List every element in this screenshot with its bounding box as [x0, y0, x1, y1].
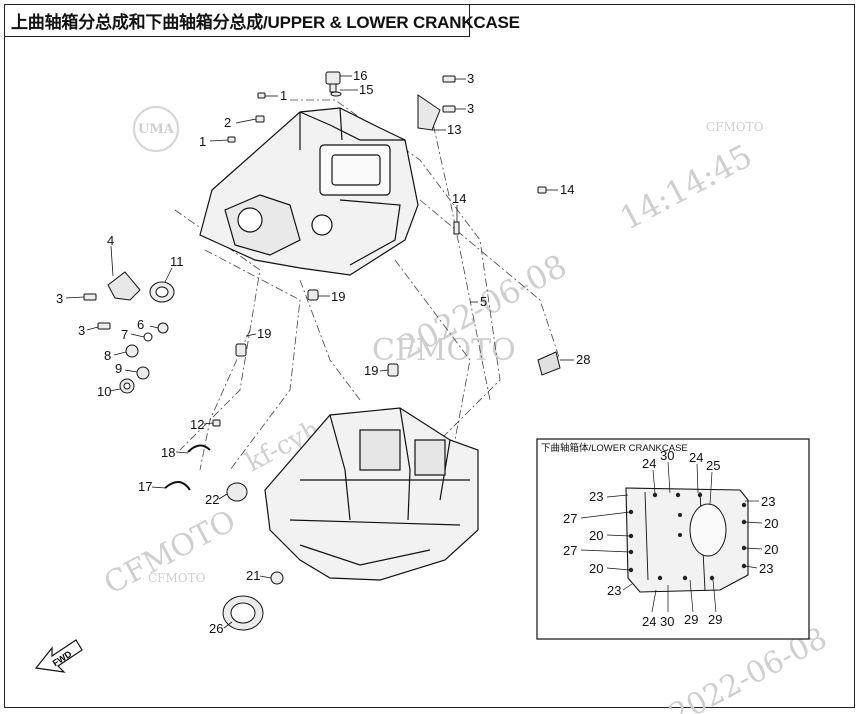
inset-callout-23-b: 23 [761, 494, 775, 509]
watermark-cfmoto: CFMOTO [372, 333, 516, 368]
callout-26: 26 [209, 621, 223, 636]
callout-14-a: 14 [560, 182, 574, 197]
inset-callout-20-c: 20 [764, 542, 778, 557]
inset-callout-labels: 24 30 24 25 23 23 27 20 20 27 20 20 23 2… [563, 448, 778, 629]
watermark-cfmoto-2: CFMOTO [98, 503, 241, 601]
inset-callout-23-d: 23 [759, 561, 773, 576]
callout-14-b: 14 [452, 191, 466, 206]
small-parts [83, 71, 561, 631]
watermark-cfmoto-4: CFMOTO [148, 571, 206, 585]
callout-3-d: 3 [78, 323, 85, 338]
upper-crankcase [199, 107, 419, 276]
callout-5: 5 [480, 294, 487, 309]
callout-19-c: 19 [364, 363, 378, 378]
callout-9: 9 [115, 361, 122, 376]
leader-lines [65, 75, 574, 629]
title-box: 上曲轴箱分总成和下曲轴箱分总成/UPPER & LOWER CRANKCASE [4, 4, 520, 37]
callout-15: 15 [359, 82, 373, 97]
lower-crankcase [264, 407, 479, 581]
callout-3-c: 3 [56, 291, 63, 306]
diagram-frame [4, 4, 855, 708]
callout-22: 22 [205, 492, 219, 507]
callout-2: 2 [224, 115, 231, 130]
inset-title: 下曲轴箱体/LOWER CRANKCASE [541, 442, 688, 454]
inset-callout-27-a: 27 [563, 511, 577, 526]
callout-19-a: 19 [331, 289, 345, 304]
inset-callout-29-a: 29 [684, 612, 698, 627]
callout-17: 17 [138, 479, 152, 494]
inset-callout-20-b: 20 [764, 516, 778, 531]
callout-7: 7 [121, 327, 128, 342]
inset-callout-24-b: 24 [689, 450, 703, 465]
inset-callout-24-c: 24 [642, 614, 656, 629]
callout-11: 11 [170, 254, 184, 269]
callout-28: 28 [576, 352, 590, 367]
page-title: 上曲轴箱分总成和下曲轴箱分总成/UPPER & LOWER CRANKCASE [11, 12, 520, 32]
callout-21: 21 [246, 568, 260, 583]
callout-18: 18 [161, 445, 175, 460]
watermark-time: 14:14:45 [613, 137, 758, 238]
callout-19-b: 19 [257, 326, 271, 341]
watermark-uma: UMA [138, 122, 175, 137]
callout-1-a: 1 [280, 88, 287, 103]
callout-labels: 16 15 3 3 1 2 13 1 14 14 4 11 3 5 19 3 6… [56, 68, 590, 636]
watermark-cfmoto-3: CFMOTO [706, 120, 764, 134]
inset-leader-lines [580, 461, 763, 613]
inset-lower-crankcase: 下曲轴箱体/LOWER CRANKCASE [536, 438, 810, 640]
callout-16: 16 [353, 68, 367, 83]
inset-callout-27-b: 27 [563, 543, 577, 558]
callout-12: 12 [190, 417, 204, 432]
callout-6: 6 [137, 317, 144, 332]
inset-callout-30-b: 30 [660, 614, 674, 629]
callout-4: 4 [107, 233, 114, 248]
callout-3-b: 3 [467, 101, 474, 116]
inset-callout-23-a: 23 [589, 489, 603, 504]
callout-3-a: 3 [467, 71, 474, 86]
inset-callout-23-c: 20 [589, 561, 603, 576]
inset-callout-25: 25 [706, 458, 720, 473]
callout-13: 13 [447, 122, 461, 137]
inset-callout-24-a: 24 [642, 456, 656, 471]
fwd-arrow-icon: FWD [34, 639, 83, 673]
callout-10: 10 [97, 384, 111, 399]
callout-1-b: 1 [199, 134, 206, 149]
inset-callout-20-a: 20 [589, 528, 603, 543]
inset-callout-29-b: 29 [708, 612, 722, 627]
inset-callout-20-d: 23 [607, 583, 621, 598]
inset-callout-30-a: 30 [660, 448, 674, 463]
callout-8: 8 [104, 348, 111, 363]
